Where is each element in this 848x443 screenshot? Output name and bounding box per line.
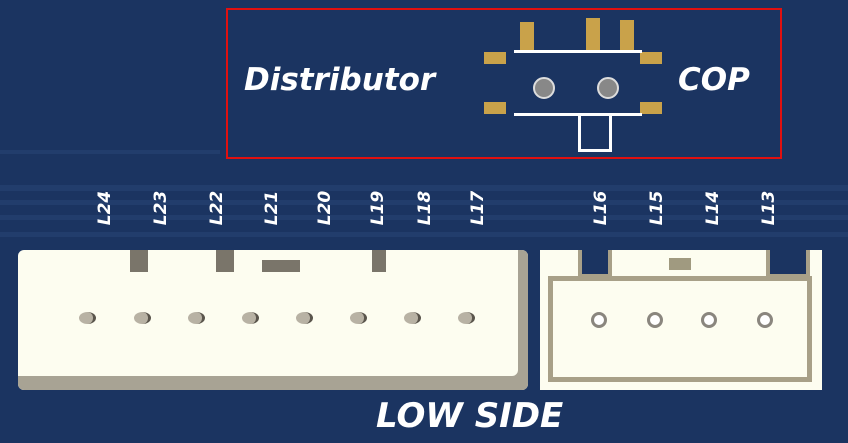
trace xyxy=(0,215,848,220)
pin xyxy=(350,312,367,324)
pin xyxy=(134,312,151,324)
pin-label: L18 xyxy=(415,190,435,226)
pin-label: L13 xyxy=(759,190,779,226)
trace xyxy=(0,232,848,237)
pin-label: L20 xyxy=(315,190,335,226)
pin xyxy=(757,312,773,328)
notch xyxy=(766,250,810,278)
ignition-selector-highlight xyxy=(226,8,782,159)
distributor-label: Distributor xyxy=(244,62,436,98)
hole xyxy=(533,77,555,99)
trace xyxy=(0,185,848,191)
cop-label: COP xyxy=(678,62,750,98)
pin xyxy=(242,312,259,324)
pin-label: L17 xyxy=(468,190,488,226)
pin-label: L15 xyxy=(647,190,667,226)
pin xyxy=(296,312,313,324)
pin-label: L21 xyxy=(262,190,282,226)
silk-tab xyxy=(578,114,612,152)
pin xyxy=(404,312,421,324)
pad xyxy=(640,52,662,64)
pad xyxy=(586,18,600,52)
pin xyxy=(79,312,96,324)
pad xyxy=(620,20,634,52)
low-side-label: LOW SIDE xyxy=(376,396,564,436)
pin-label: L23 xyxy=(151,190,171,226)
pad xyxy=(484,102,506,114)
trace xyxy=(0,150,220,154)
pin xyxy=(701,312,717,328)
pin xyxy=(647,312,663,328)
pad xyxy=(520,22,534,52)
housing-wall xyxy=(548,276,812,382)
pin-label: L24 xyxy=(95,190,115,226)
pin-label: L16 xyxy=(591,190,611,226)
latch xyxy=(372,250,386,272)
pad xyxy=(640,102,662,114)
trace xyxy=(0,200,848,205)
pin-label: L22 xyxy=(207,190,227,226)
pin-label: L14 xyxy=(703,190,723,226)
notch xyxy=(578,250,612,278)
latch xyxy=(216,250,234,272)
latch xyxy=(262,260,300,272)
pin-label: L19 xyxy=(368,190,388,226)
pin xyxy=(591,312,607,328)
pad xyxy=(484,52,506,64)
pin xyxy=(188,312,205,324)
latch xyxy=(130,250,148,272)
hole xyxy=(597,77,619,99)
pin xyxy=(458,312,475,324)
connector-8-pin xyxy=(18,250,528,390)
latch xyxy=(669,258,691,270)
